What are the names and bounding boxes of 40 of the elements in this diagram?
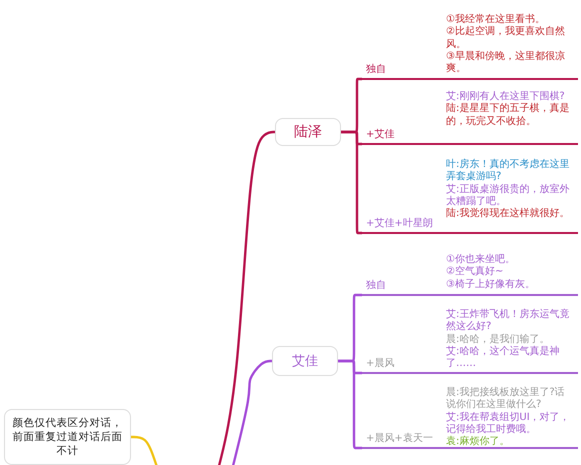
- dialogue-line: ①你也来坐吧。: [446, 254, 516, 266]
- dialogue-line: ②比起空调，我更喜欢自然风。: [446, 26, 566, 50]
- branch-label: +晨风+袁天一: [366, 432, 433, 445]
- dialogue-line: 叶:房东！真的不考虑在这里弄套桌游吗?: [446, 159, 570, 184]
- branch-line: [362, 254, 578, 296]
- dialogue-line: 艾:我在帮袁组切UI，对了，记得给我工时费哦。: [446, 412, 571, 436]
- topic-box: [4, 409, 131, 465]
- dialogue-line: 艾:正版桌游很贵的，放室外太糟蹋了吧。: [446, 184, 570, 208]
- dialogue-line: ③椅子上好像有灰。: [446, 278, 536, 291]
- topic-text: 颜色仅代表区分对话，前面重复过道对话后面不计: [12, 416, 124, 458]
- dialogue-line: 袁:麻烦你了。: [446, 436, 510, 448]
- topic-text: 陆泽: [293, 123, 323, 141]
- branch-line: [362, 14, 578, 80]
- branch-line: [362, 91, 578, 145]
- topic-text: 艾佳: [291, 353, 319, 370]
- branch-line: [362, 387, 578, 449]
- dialogue-line: 陆:是星星下的五子棋，真是的，玩完又不收拾。: [446, 103, 570, 128]
- connector: [230, 360, 272, 465]
- dialogue-line: 陆:我觉得现在这样就很好。: [446, 208, 570, 220]
- dialogue-line: ①我经常在这里看书。: [446, 14, 546, 26]
- dialogue-line: 艾:哈哈，这个运气真是神了……: [446, 346, 560, 370]
- dialogue-line: ③早晨和傍晚，这里都很凉爽。: [446, 50, 566, 76]
- dialogue-line: ②空气真好~: [446, 266, 504, 278]
- connector: [341, 130, 362, 234]
- topic-box: [272, 346, 338, 376]
- connector: [131, 436, 160, 465]
- branch-label: 独自: [366, 278, 386, 292]
- branch-label: +艾佳+叶星朗: [366, 216, 433, 230]
- branch-label: +艾佳: [366, 128, 394, 141]
- dialogue-line: 艾:王炸带飞机！房东运气竟然这么好?: [446, 309, 570, 334]
- branch-line: [362, 309, 578, 374]
- connector: [338, 360, 362, 450]
- dialogue-line: 晨:哈哈，是我们输了。: [446, 334, 550, 346]
- topic-box: [275, 118, 341, 146]
- branch-line: [362, 159, 578, 234]
- connector: [216, 130, 276, 465]
- branch-label: 独自: [366, 62, 386, 76]
- branch-label: +晨风: [366, 357, 394, 370]
- dialogue-line: 艾:刚刚有人在这里下围棋?: [446, 91, 566, 102]
- dialogue-line: 晨:我把接线板放这里了?话说你们在这里做什么?: [446, 387, 566, 412]
